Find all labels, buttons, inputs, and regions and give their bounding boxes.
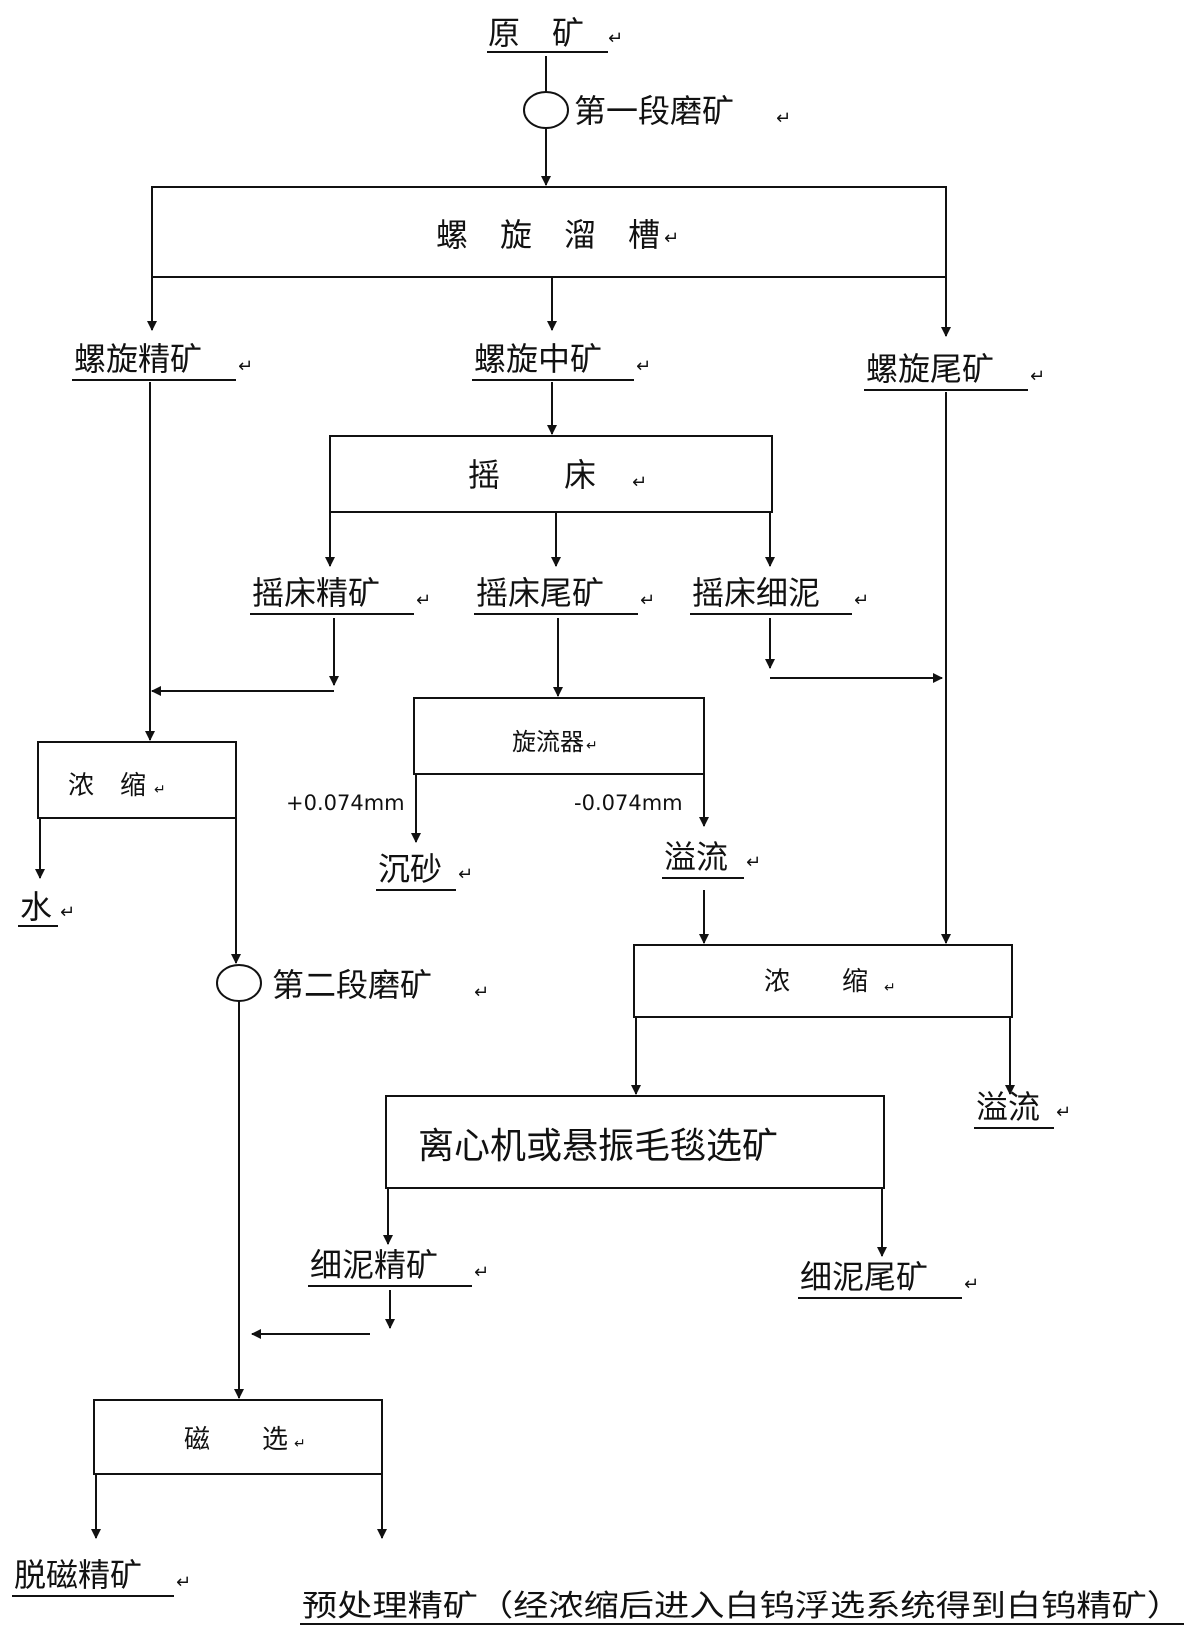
return-mark: ↵ — [1056, 1102, 1071, 1123]
spiral-mid-label: 螺旋中矿 — [474, 340, 602, 378]
return-mark: ↵ — [176, 1572, 191, 1593]
return-mark: ↵ — [1030, 366, 1045, 387]
magnetic-separation-label: 磁 选 — [184, 1425, 288, 1455]
overflow-2-label: 溢流 — [976, 1088, 1040, 1126]
return-mark: ↵ — [238, 356, 253, 377]
table-slime-label: 摇床细泥 — [692, 574, 820, 612]
spiral-tail-label: 螺旋尾矿 — [866, 350, 994, 388]
return-mark: ↵ — [854, 590, 869, 611]
slime-tail-label: 细泥尾矿 — [800, 1258, 928, 1296]
return-mark: ↵ — [884, 980, 896, 996]
return-mark: ↵ — [294, 1436, 306, 1452]
return-mark: ↵ — [608, 28, 623, 49]
return-mark: ↵ — [586, 738, 598, 754]
table-conc-label: 摇床精矿 — [252, 574, 380, 612]
water-label: 水 — [20, 888, 52, 926]
spiral-chute-box — [151, 186, 947, 278]
thickener-2-box — [633, 944, 1013, 1018]
pretreat-conc-label: 预处理精矿（经浓缩后进入白钨浮选系统得到白钨精矿） — [302, 1589, 1182, 1624]
magnetic-separation-box — [93, 1399, 383, 1475]
grind1-label: 第一段磨矿 — [574, 92, 734, 130]
cyclone-label: 旋流器 — [512, 728, 584, 756]
shaking-table-box — [329, 435, 773, 513]
grind2-label: 第二段磨矿 — [272, 966, 432, 1004]
return-mark: ↵ — [474, 982, 489, 1003]
return-mark: ↵ — [746, 852, 761, 873]
thickener-2-label: 浓 缩 — [764, 967, 868, 997]
fine-size-label: -0.074mm — [574, 791, 683, 815]
grinding-mill-1-icon — [523, 91, 569, 129]
return-mark: ↵ — [474, 1262, 489, 1283]
return-mark: ↵ — [640, 590, 655, 611]
spiral-conc-label: 螺旋精矿 — [74, 340, 202, 378]
return-mark: ↵ — [964, 1274, 979, 1295]
table-tail-label: 摇床尾矿 — [476, 574, 604, 612]
return-mark: ↵ — [154, 782, 166, 798]
centrifuge-label: 离心机或悬振毛毯选矿 — [418, 1126, 778, 1167]
spiral-chute-label: 螺 旋 溜 槽 — [436, 216, 660, 254]
return-mark: ↵ — [636, 356, 651, 377]
return-mark: ↵ — [632, 472, 647, 493]
thickener-1-box — [37, 741, 237, 819]
shaking-table-label: 摇 床 — [468, 456, 596, 494]
overflow-1-label: 溢流 — [664, 838, 728, 876]
slime-conc-label: 细泥精矿 — [310, 1246, 438, 1284]
coarse-size-label: +0.074mm — [286, 791, 405, 815]
return-mark: ↵ — [458, 864, 473, 885]
return-mark: ↵ — [60, 902, 75, 923]
underflow-label: 沉砂 — [378, 850, 442, 888]
cyclone-box — [413, 697, 705, 775]
return-mark: ↵ — [664, 228, 679, 249]
raw-ore-label: 原 矿 — [488, 14, 584, 52]
return-mark: ↵ — [776, 108, 791, 129]
grinding-mill-2-icon — [216, 964, 262, 1002]
thickener-1-label: 浓 缩 — [68, 771, 146, 801]
demag-conc-label: 脱磁精矿 — [14, 1556, 142, 1594]
return-mark: ↵ — [416, 590, 431, 611]
centrifuge-box — [385, 1095, 885, 1189]
